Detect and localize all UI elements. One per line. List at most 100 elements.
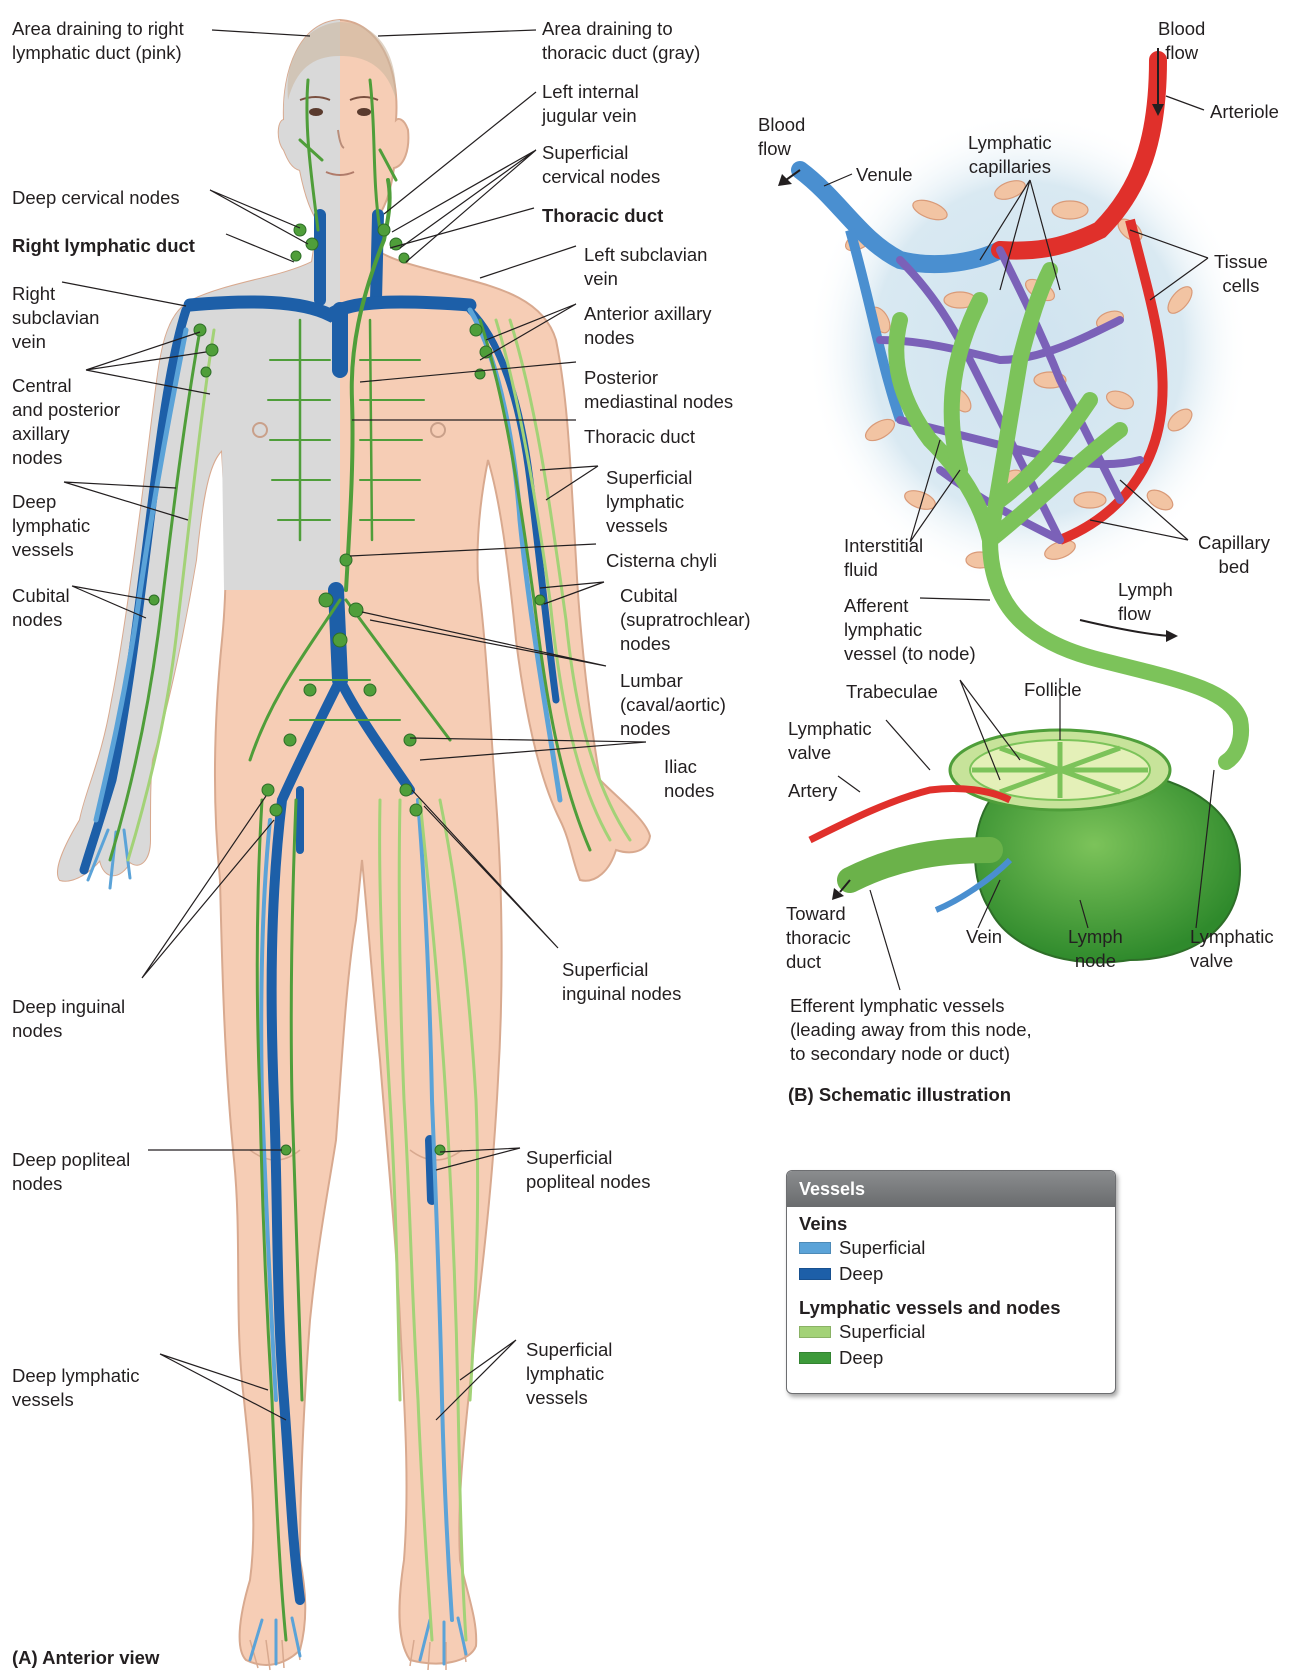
label-line: Area draining to right bbox=[12, 17, 184, 41]
label-line: Follicle bbox=[1024, 678, 1082, 702]
label-line: Lymph bbox=[1068, 925, 1123, 949]
label-lymphatic-valve-left: Lymphatic valve bbox=[788, 717, 872, 765]
label-area-right-duct: Area draining to right lymphatic duct (p… bbox=[12, 17, 184, 65]
label-line: flow bbox=[1158, 41, 1205, 65]
label-line: (leading away from this node, bbox=[790, 1018, 1032, 1042]
legend-row-lymph-superficial: Superficial bbox=[787, 1319, 1115, 1345]
label-artery: Artery bbox=[788, 779, 837, 803]
label-line: axillary bbox=[12, 422, 120, 446]
label-line: valve bbox=[788, 741, 872, 765]
label-line: jugular vein bbox=[542, 104, 639, 128]
label-line: duct bbox=[786, 950, 851, 974]
label-line: Blood bbox=[1158, 17, 1205, 41]
label-line: Superficial bbox=[526, 1146, 650, 1170]
caption-anterior-view: (A) Anterior view bbox=[12, 1647, 159, 1669]
label-line: node bbox=[1068, 949, 1123, 973]
label-thoracic-duct: Thoracic duct bbox=[584, 425, 695, 449]
legend-row-lymph-deep: Deep bbox=[787, 1345, 1115, 1371]
legend-lymph-heading: Lymphatic vessels and nodes bbox=[787, 1297, 1115, 1319]
label-line: Cisterna chyli bbox=[606, 549, 717, 573]
label-line: Left internal bbox=[542, 80, 639, 104]
label-line: nodes bbox=[620, 717, 726, 741]
label-line: Afferent bbox=[844, 594, 976, 618]
label-line: nodes bbox=[12, 1172, 130, 1196]
label-line: lymphatic bbox=[526, 1362, 612, 1386]
label-right-lymphatic-duct: Right lymphatic duct bbox=[12, 234, 195, 258]
label-line: Right bbox=[12, 282, 99, 306]
body-silhouette bbox=[58, 20, 650, 1670]
label-line: nodes bbox=[664, 779, 714, 803]
swatch-deep-vein bbox=[799, 1268, 831, 1280]
legend-title: Vessels bbox=[787, 1171, 1115, 1207]
label-line: mediastinal nodes bbox=[584, 390, 733, 414]
label-anterior-axillary: Anterior axillary nodes bbox=[584, 302, 712, 350]
label-line: bed bbox=[1198, 555, 1270, 579]
label-line: Lymphatic bbox=[1190, 925, 1274, 949]
label-follicle: Follicle bbox=[1024, 678, 1082, 702]
label-line: nodes bbox=[12, 446, 120, 470]
label-line: lymphatic bbox=[606, 490, 692, 514]
label-line: vessels bbox=[526, 1386, 612, 1410]
label-left-subclavian: Left subclavian vein bbox=[584, 243, 707, 291]
label-line: Deep cervical nodes bbox=[12, 186, 180, 210]
label-line: (supratrochlear) bbox=[620, 608, 751, 632]
label-line: fluid bbox=[844, 558, 923, 582]
label-line: flow bbox=[758, 137, 805, 161]
label-central-posterior-axillary: Central and posterior axillary nodes bbox=[12, 374, 120, 470]
label-line: thoracic bbox=[786, 926, 851, 950]
label-thoracic-duct-bold: Thoracic duct bbox=[542, 204, 663, 228]
label-line: Lumbar bbox=[620, 669, 726, 693]
label-line: vein bbox=[584, 267, 707, 291]
label-line: Area draining to bbox=[542, 17, 700, 41]
label-superficial-popliteal: Superficial popliteal nodes bbox=[526, 1146, 650, 1194]
label-line: Artery bbox=[788, 779, 837, 803]
label-line: Superficial bbox=[526, 1338, 612, 1362]
swatch-superficial-lymph bbox=[799, 1326, 831, 1338]
label-superficial-cervical: Superficial cervical nodes bbox=[542, 141, 660, 189]
label-venule: Venule bbox=[856, 163, 913, 187]
label-right-subclavian: Right subclavian vein bbox=[12, 282, 99, 354]
label-lumbar: Lumbar (caval/aortic) nodes bbox=[620, 669, 726, 741]
label-capillary-bed: Capillary bed bbox=[1198, 531, 1270, 579]
label-deep-cervical: Deep cervical nodes bbox=[12, 186, 180, 210]
label-area-thoracic: Area draining to thoracic duct (gray) bbox=[542, 17, 700, 65]
label-line: vessels bbox=[606, 514, 692, 538]
label-efferent: Efferent lymphatic vessels (leading away… bbox=[790, 994, 1032, 1066]
label-line: valve bbox=[1190, 949, 1274, 973]
label-arteriole: Arteriole bbox=[1210, 100, 1279, 124]
label-line: lymphatic duct (pink) bbox=[12, 41, 184, 65]
label-line: subclavian bbox=[12, 306, 99, 330]
label-line: (caval/aortic) bbox=[620, 693, 726, 717]
label-line: vein bbox=[12, 330, 99, 354]
label-line: nodes bbox=[620, 632, 751, 656]
label-line: and posterior bbox=[12, 398, 120, 422]
label-line: Trabeculae bbox=[846, 680, 938, 704]
label-toward-thoracic: Toward thoracic duct bbox=[786, 902, 851, 974]
label-lymphatic-valve-right: Lymphatic valve bbox=[1190, 925, 1274, 973]
label-line: Venule bbox=[856, 163, 913, 187]
label-line: nodes bbox=[12, 608, 70, 632]
label-line: Deep popliteal bbox=[12, 1148, 130, 1172]
label-line: Toward bbox=[786, 902, 851, 926]
vessels-legend: Vessels Veins Superficial Deep Lymphatic… bbox=[786, 1170, 1116, 1394]
label-blood-flow-top: Blood flow bbox=[1158, 17, 1205, 65]
label-deep-popliteal: Deep popliteal nodes bbox=[12, 1148, 130, 1196]
label-interstitial-fluid: Interstitial fluid bbox=[844, 534, 923, 582]
legend-label: Superficial bbox=[839, 1321, 925, 1343]
swatch-superficial-vein bbox=[799, 1242, 831, 1254]
label-line: Anterior axillary bbox=[584, 302, 712, 326]
label-superficial-inguinal: Superficial inguinal nodes bbox=[562, 958, 681, 1006]
label-line: Iliac bbox=[664, 755, 714, 779]
swatch-deep-lymph bbox=[799, 1352, 831, 1364]
label-blood-flow-left: Blood flow bbox=[758, 113, 805, 161]
label-line: cervical nodes bbox=[542, 165, 660, 189]
label-afferent: Afferent lymphatic vessel (to node) bbox=[844, 594, 976, 666]
label-line: Lymphatic bbox=[788, 717, 872, 741]
label-vein: Vein bbox=[966, 925, 1002, 949]
label-lymph-flow: Lymph flow bbox=[1118, 578, 1173, 626]
label-line: Blood bbox=[758, 113, 805, 137]
label-superficial-lymphatic-leg: Superficial lymphatic vessels bbox=[526, 1338, 612, 1410]
legend-label: Deep bbox=[839, 1263, 883, 1285]
label-line: Deep bbox=[12, 490, 90, 514]
label-iliac: Iliac nodes bbox=[664, 755, 714, 803]
